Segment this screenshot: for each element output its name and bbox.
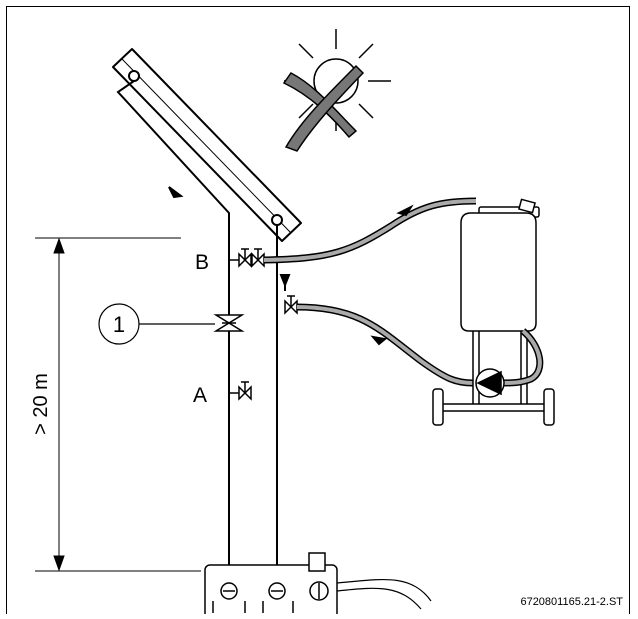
label-a: A [193,384,207,407]
pump-icon [475,368,505,398]
diagram-frame: > 20 m A B 1 [6,6,630,614]
valve-b [229,248,252,268]
callout-1-label: 1 [113,312,125,337]
figure-id: 6720801165.21-2.ST [520,596,623,608]
valve-icon [213,314,245,332]
valve-return [284,295,298,315]
height-dimension [35,237,201,572]
height-label: > 20 m [30,373,52,435]
label-b: B [195,251,209,274]
solar-filling-diagram: > 20 m A B 1 [30,29,623,614]
collector-pipes [116,80,278,581]
valve-flow [251,248,265,268]
collector-icon [112,48,302,242]
valve-a [229,381,252,401]
callout-1 [98,303,215,345]
flow-arrow-icon [396,204,414,217]
flow-arrow-icon [168,186,184,199]
pump-station [204,552,432,614]
flow-arrow-icon [279,274,291,291]
filling-hoses [263,197,477,387]
filling-station-icon [432,198,555,426]
sun-crossed-icon [282,29,391,152]
flow-arrow-icon [370,335,388,346]
